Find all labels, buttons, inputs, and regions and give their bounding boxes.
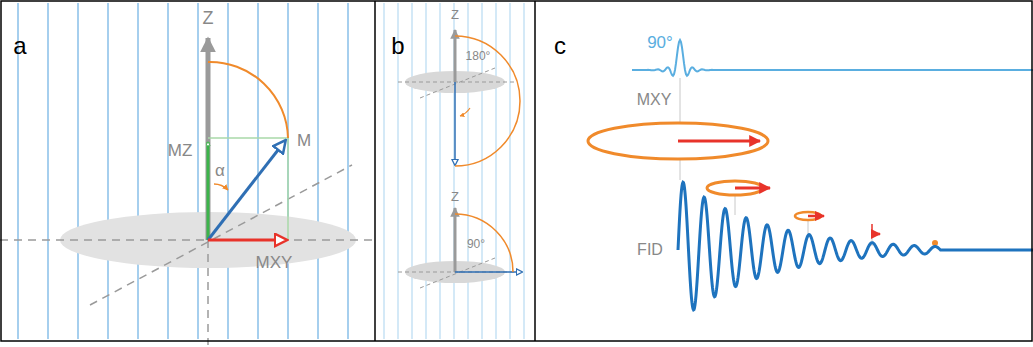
- panel-letter: b: [391, 34, 404, 58]
- pulse-label: 90°: [647, 34, 673, 51]
- magnetization-label: MXY: [637, 92, 672, 108]
- angle-label: 90°: [467, 238, 485, 250]
- angle-label: α: [215, 162, 225, 179]
- inversion-diagram: [398, 30, 520, 166]
- angle-label: 180°: [466, 50, 491, 62]
- panel-letter: a: [13, 34, 26, 58]
- signal-label: FID: [637, 242, 663, 258]
- axis-label: Z: [451, 8, 459, 21]
- vector-label: M: [297, 132, 311, 149]
- vector-label: MZ: [168, 142, 193, 159]
- field-lines: [384, 3, 524, 339]
- panel-frame: [1, 1, 1032, 341]
- axis-label: Z: [451, 190, 459, 203]
- axis-label: Z: [203, 9, 214, 27]
- vector-diagram: [0, 38, 375, 345]
- panel-letter: c: [554, 34, 566, 58]
- fid-diagram: [588, 40, 1033, 310]
- excitation-diagram: [398, 208, 522, 288]
- vector-label: MXY: [256, 254, 293, 271]
- field-lines: [18, 3, 348, 339]
